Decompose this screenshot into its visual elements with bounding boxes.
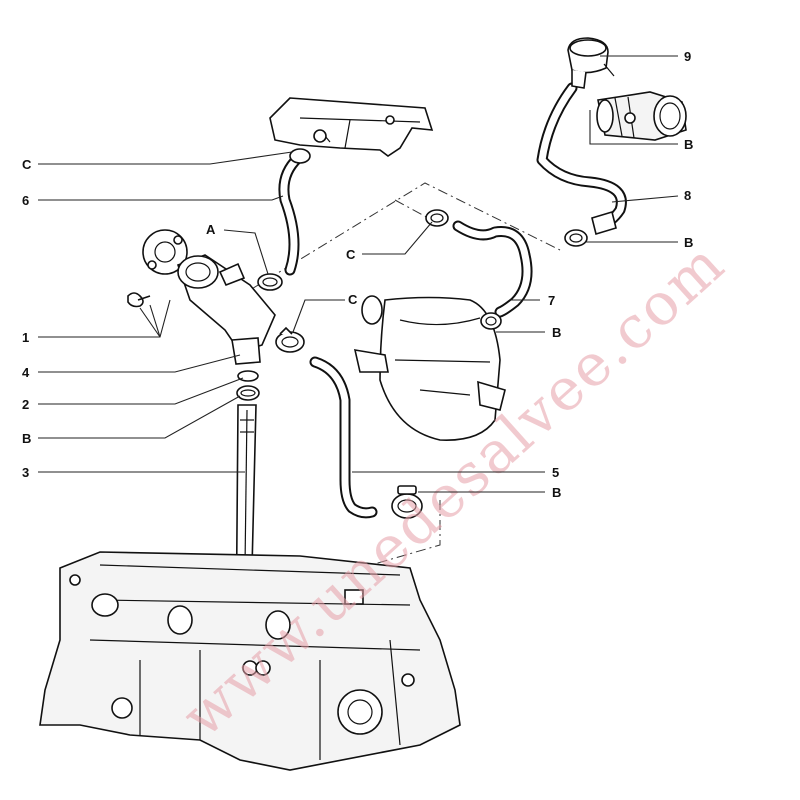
- clamp-b-r4: [391, 485, 423, 519]
- hose-7: [452, 220, 533, 318]
- callout-labels: C 6 A 1 4 2 B 3 9 B 8 B C 7 C B 5 B: [22, 49, 693, 500]
- label-b-r1: B: [684, 137, 693, 152]
- label-c-top: C: [22, 157, 32, 172]
- engine-block: [39, 551, 461, 771]
- clamp-b-r3: [480, 312, 502, 330]
- filter-housing: [353, 295, 506, 441]
- ring-2: [237, 370, 259, 382]
- label-8: 8: [684, 188, 691, 203]
- label-b-r3: B: [552, 325, 561, 340]
- clamp-b-left: [236, 385, 260, 401]
- label-c-lower: C: [348, 292, 358, 307]
- hose-8: [536, 82, 627, 236]
- clamp-a: [257, 273, 283, 291]
- label-b-left: B: [22, 431, 31, 446]
- label-3: 3: [22, 465, 29, 480]
- label-6: 6: [22, 193, 29, 208]
- clamp-c-lower: [275, 326, 305, 353]
- pipe-fitting: [596, 91, 687, 141]
- hose-6: [278, 148, 311, 276]
- clamp-b-r2: [564, 229, 588, 247]
- label-7: 7: [548, 293, 555, 308]
- label-2: 2: [22, 397, 29, 412]
- label-4: 4: [22, 365, 30, 380]
- valve-9: [567, 37, 615, 89]
- label-c-mid: C: [346, 247, 356, 262]
- breather-housing: [127, 229, 276, 365]
- label-9: 9: [684, 49, 691, 64]
- label-5: 5: [552, 465, 559, 480]
- rocker-cover: [269, 97, 434, 157]
- label-1: 1: [22, 330, 29, 345]
- label-a: A: [206, 222, 216, 237]
- leader-lines: [38, 55, 679, 493]
- label-b-r4: B: [552, 485, 561, 500]
- hose-5: [309, 356, 378, 519]
- clamp-c-mid: [425, 209, 449, 227]
- label-b-r2: B: [684, 235, 693, 250]
